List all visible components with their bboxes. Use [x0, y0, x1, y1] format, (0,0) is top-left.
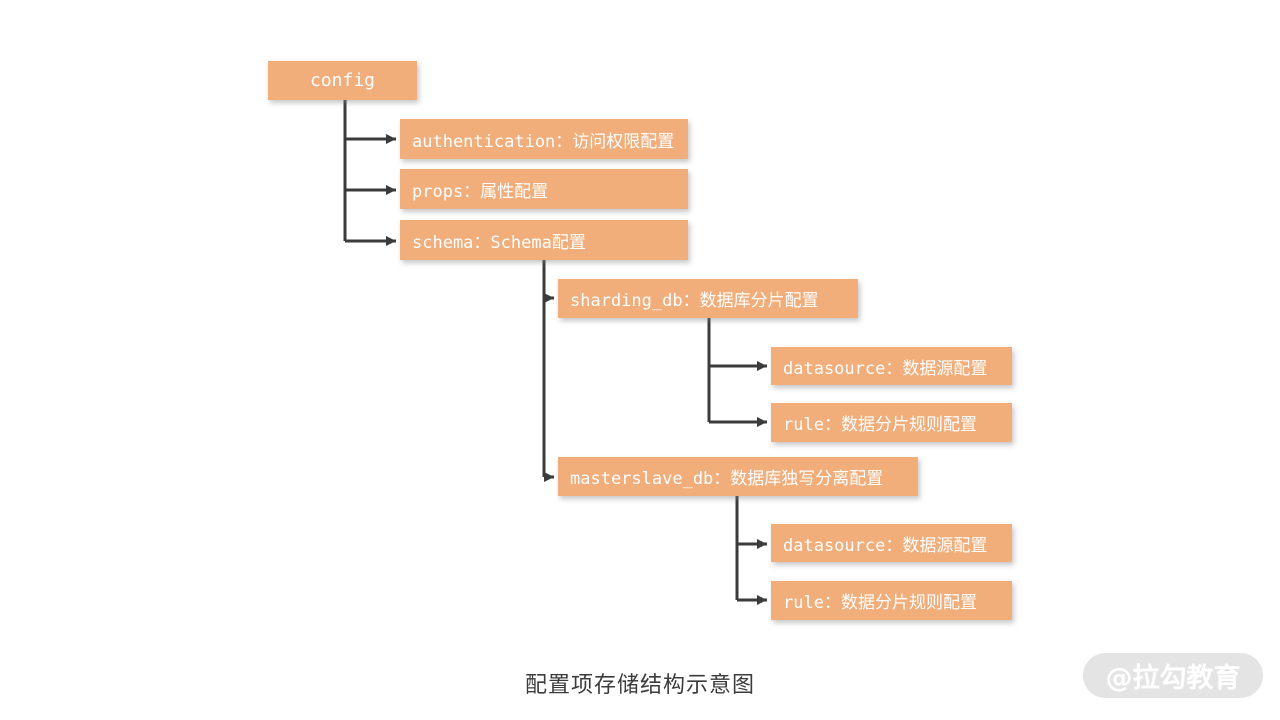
node-schema: schema：Schema配置: [400, 220, 688, 260]
node-config: config: [268, 61, 417, 100]
node-sharding-db: sharding_db：数据库分片配置: [558, 279, 858, 318]
watermark-badge: @拉勾教育: [1083, 653, 1263, 698]
node-authentication: authentication：访问权限配置: [400, 119, 688, 159]
node-props: props：属性配置: [400, 169, 688, 209]
node-sharding-rule: rule：数据分片规则配置: [771, 403, 1012, 442]
diagram-caption: 配置项存储结构示意图: [524, 673, 755, 698]
node-sharding-datasource: datasource：数据源配置: [771, 347, 1012, 385]
node-masterslave-rule: rule：数据分片规则配置: [771, 581, 1012, 620]
node-masterslave-datasource: datasource：数据源配置: [771, 524, 1012, 562]
node-masterslave-db: masterslave_db：数据库独写分离配置: [558, 457, 918, 496]
